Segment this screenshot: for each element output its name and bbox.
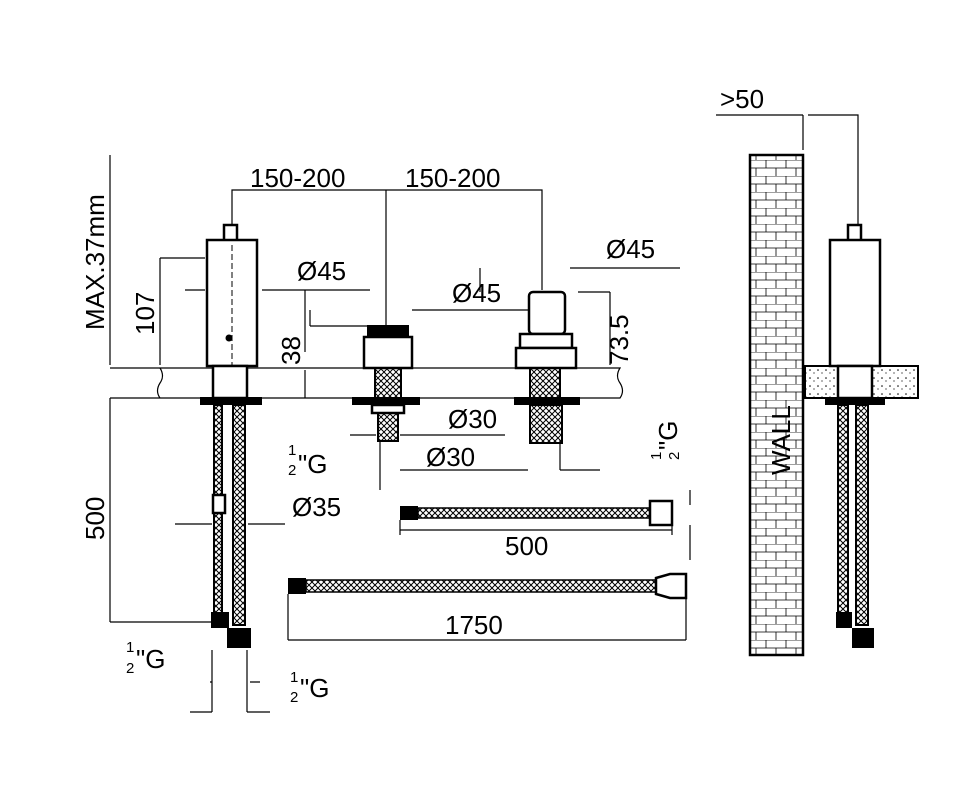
left-spout [200,223,262,648]
wall-label: WALL [766,405,796,475]
dim-spacing-right: 150-200 [405,163,500,193]
dim-spacing-left: 150-200 [250,163,345,193]
dim-valve-height: 38 [276,336,306,365]
dim-dia45-right: Ø45 [606,234,655,264]
dim-dia45-left: Ø45 [297,256,346,286]
svg-text:"G: "G [298,449,327,479]
svg-text:1: 1 [290,669,298,686]
dim-wall-clearance: >50 [720,84,764,114]
dim-dia30-upper: Ø30 [448,404,497,434]
dimension-lines [109,114,859,713]
svg-text:1: 1 [126,639,134,656]
dim-right-spout-height: 73.5 [604,314,634,365]
hose-1750 [288,572,688,600]
svg-text:2: 2 [666,452,683,460]
dim-hose-left: 500 [80,497,110,540]
dim-hose-long: 1750 [445,610,503,640]
svg-text:"G: "G [136,644,165,674]
svg-text:1: 1 [648,452,665,460]
dim-dia45-middle: Ø45 [452,278,501,308]
dim-max-thickness: MAX.37mm [80,194,110,330]
dim-dia35: Ø35 [292,492,341,522]
svg-text:"G: "G [300,673,329,703]
svg-text:2: 2 [290,689,298,706]
countertop [110,367,624,399]
svg-text:1: 1 [288,442,296,459]
dim-spout-height: 107 [130,292,160,335]
thread-label-left: 1 2 "G [126,639,165,677]
right-spout [514,290,580,444]
svg-text:2: 2 [288,462,296,479]
thread-label-bottom: 1 2 "G [290,669,329,706]
svg-text:2: 2 [126,660,134,677]
dim-dia30-lower: Ø30 [426,442,475,472]
thread-label-middle: 1 2 "G [288,442,327,479]
svg-text:"G: "G [653,421,683,450]
hose-500 [400,499,674,527]
dim-hose-short: 500 [505,531,548,561]
wall: WALL [748,153,919,657]
thread-label-hose: 1 2 "G [648,421,683,460]
middle-valve [352,325,420,442]
